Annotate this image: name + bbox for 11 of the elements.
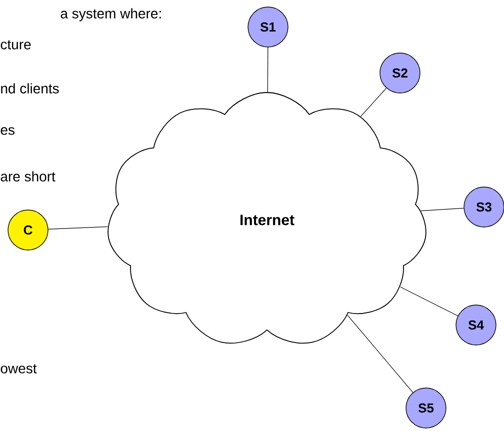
connector-line (267, 47, 268, 92)
bullet-text: owest (0, 364, 37, 374)
bullet-text: nd clients (1, 83, 59, 94)
connector-line (360, 88, 387, 117)
connector-line (48, 226, 108, 230)
bullet-text: es (0, 127, 14, 135)
connector-line (420, 208, 464, 212)
bullet-text: are short (0, 171, 56, 182)
bullet-text: a system where: (60, 8, 161, 22)
bullet-text: cture (0, 40, 31, 50)
connector-line (400, 286, 458, 316)
